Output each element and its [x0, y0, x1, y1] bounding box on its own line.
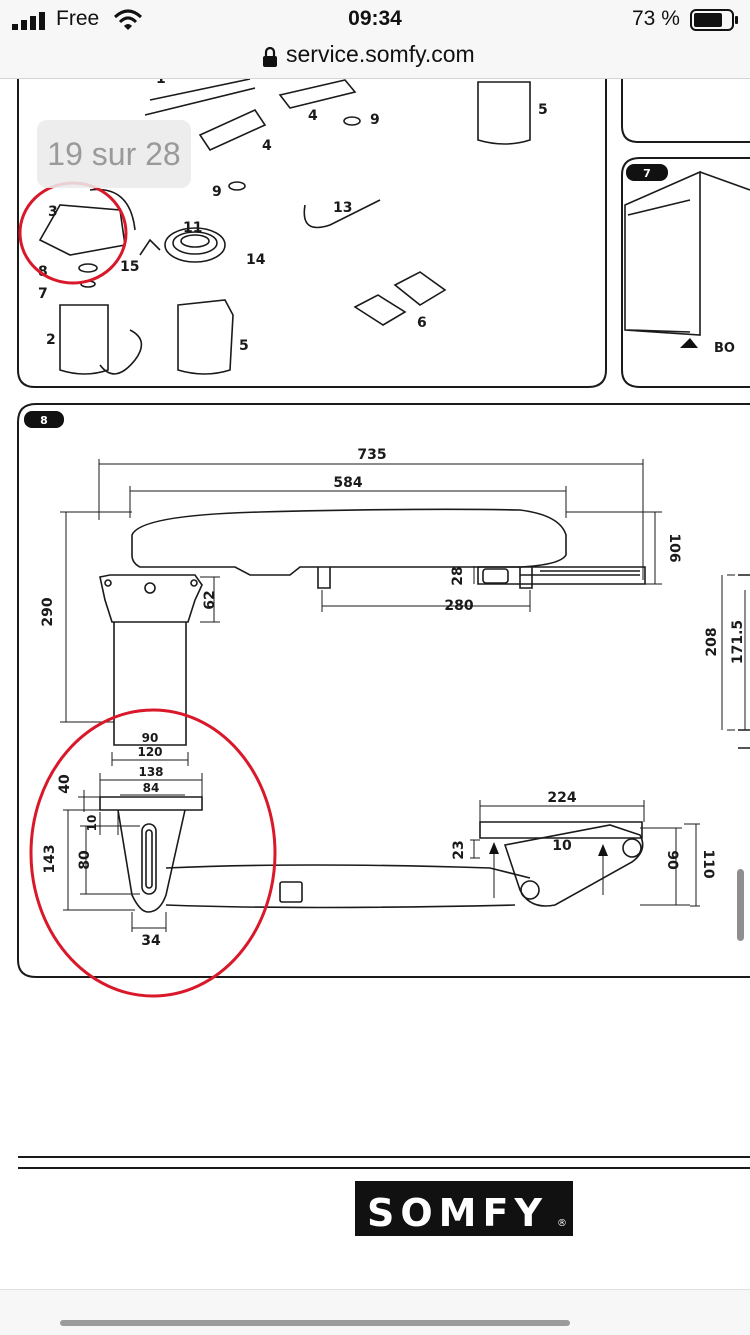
svg-text:120: 120: [137, 745, 162, 759]
dimension-lines: [60, 459, 746, 932]
svg-text:208: 208: [704, 627, 720, 656]
address-bar[interactable]: service.somfy.com: [0, 40, 750, 79]
svg-text:2: 2: [46, 332, 56, 348]
svg-text:5: 5: [239, 338, 249, 354]
panel-top-frame: [17, 79, 607, 388]
actuator-drawing: [99, 508, 750, 913]
scrollbar[interactable]: [737, 869, 744, 941]
svg-text:4: 4: [262, 138, 272, 154]
home-indicator[interactable]: [60, 1320, 570, 1326]
svg-text:280: 280: [444, 598, 473, 614]
svg-text:290: 290: [40, 597, 56, 626]
svg-text:84: 84: [143, 781, 160, 795]
svg-text:14: 14: [246, 252, 266, 268]
svg-text:28: 28: [450, 566, 466, 585]
svg-text:735: 735: [357, 447, 386, 463]
svg-text:90: 90: [142, 731, 159, 745]
panel-7-badge-text: 7: [643, 167, 651, 180]
panel-7-badge: [626, 164, 668, 181]
dimension-labels: 735 584 106 28 280 290 62 208 171.5 90 1…: [40, 447, 746, 949]
svg-text:62: 62: [202, 590, 218, 609]
battery-percent: 73 %: [632, 7, 680, 30]
status-bar: Free 09:34 73 %: [0, 0, 750, 40]
svg-text:9: 9: [370, 112, 380, 128]
annotation-circle-bracket: [29, 708, 277, 998]
panel-7-frame: [621, 157, 750, 388]
svg-text:23: 23: [451, 840, 467, 859]
panel-8-frame: [17, 403, 750, 978]
svg-text:110: 110: [700, 849, 716, 878]
svg-text:15: 15: [120, 259, 139, 275]
lock-icon: [263, 46, 277, 67]
somfy-logo: SOMFY ®: [355, 1181, 573, 1236]
svg-text:224: 224: [547, 790, 576, 806]
svg-text:90: 90: [664, 850, 680, 870]
annotation-circle-part3: [18, 181, 128, 285]
svg-text:138: 138: [138, 765, 163, 779]
svg-text:6: 6: [417, 315, 427, 331]
svg-text:1: 1: [156, 79, 166, 87]
panel-8-badge-text: 8: [40, 414, 48, 427]
svg-text:3: 3: [48, 204, 58, 220]
svg-text:8: 8: [38, 264, 48, 280]
footer-rule: [18, 1156, 750, 1169]
svg-text:13: 13: [333, 200, 352, 216]
svg-text:40: 40: [57, 774, 73, 794]
pdf-page[interactable]: 1 4 9 5 4 9 3 11 13 14 15 8 7 6 2 5 7 BO…: [0, 79, 750, 1289]
page-indicator: 19 sur 28: [37, 120, 191, 188]
svg-text:106: 106: [666, 533, 682, 562]
svg-text:10: 10: [85, 815, 99, 832]
clock: 09:34: [348, 7, 402, 30]
signal-icon: [12, 12, 45, 30]
svg-text:4: 4: [308, 108, 318, 124]
somfy-logo-text: SOMFY: [367, 1191, 548, 1235]
svg-text:171.5: 171.5: [730, 620, 746, 664]
svg-text:584: 584: [333, 475, 362, 491]
svg-text:9: 9: [212, 184, 222, 200]
browser-toolbar: [0, 1289, 750, 1335]
technical-drawing: 1 4 9 5 4 9 3 11 13 14 15 8 7 6 2 5 7 BO…: [17, 79, 750, 1236]
svg-text:10: 10: [552, 838, 572, 854]
svg-text:34: 34: [141, 933, 161, 949]
panel-6-frame: [621, 79, 750, 143]
wifi-icon: [113, 9, 143, 30]
svg-text:143: 143: [42, 844, 58, 873]
battery-icon: [690, 9, 738, 31]
svg-text:7: 7: [38, 286, 48, 302]
svg-text:5: 5: [538, 102, 548, 118]
svg-text:80: 80: [77, 850, 93, 870]
panel-7-label: BO: [714, 341, 735, 356]
url-text: service.somfy.com: [286, 41, 475, 67]
part-labels: 1 4 9 5 4 9 3 11 13 14 15 8 7 6 2 5: [38, 79, 548, 354]
panel-8-badge: [24, 411, 64, 428]
carrier-name: Free: [56, 7, 100, 30]
registered-mark: ®: [557, 1218, 567, 1229]
svg-text:11: 11: [183, 220, 202, 236]
